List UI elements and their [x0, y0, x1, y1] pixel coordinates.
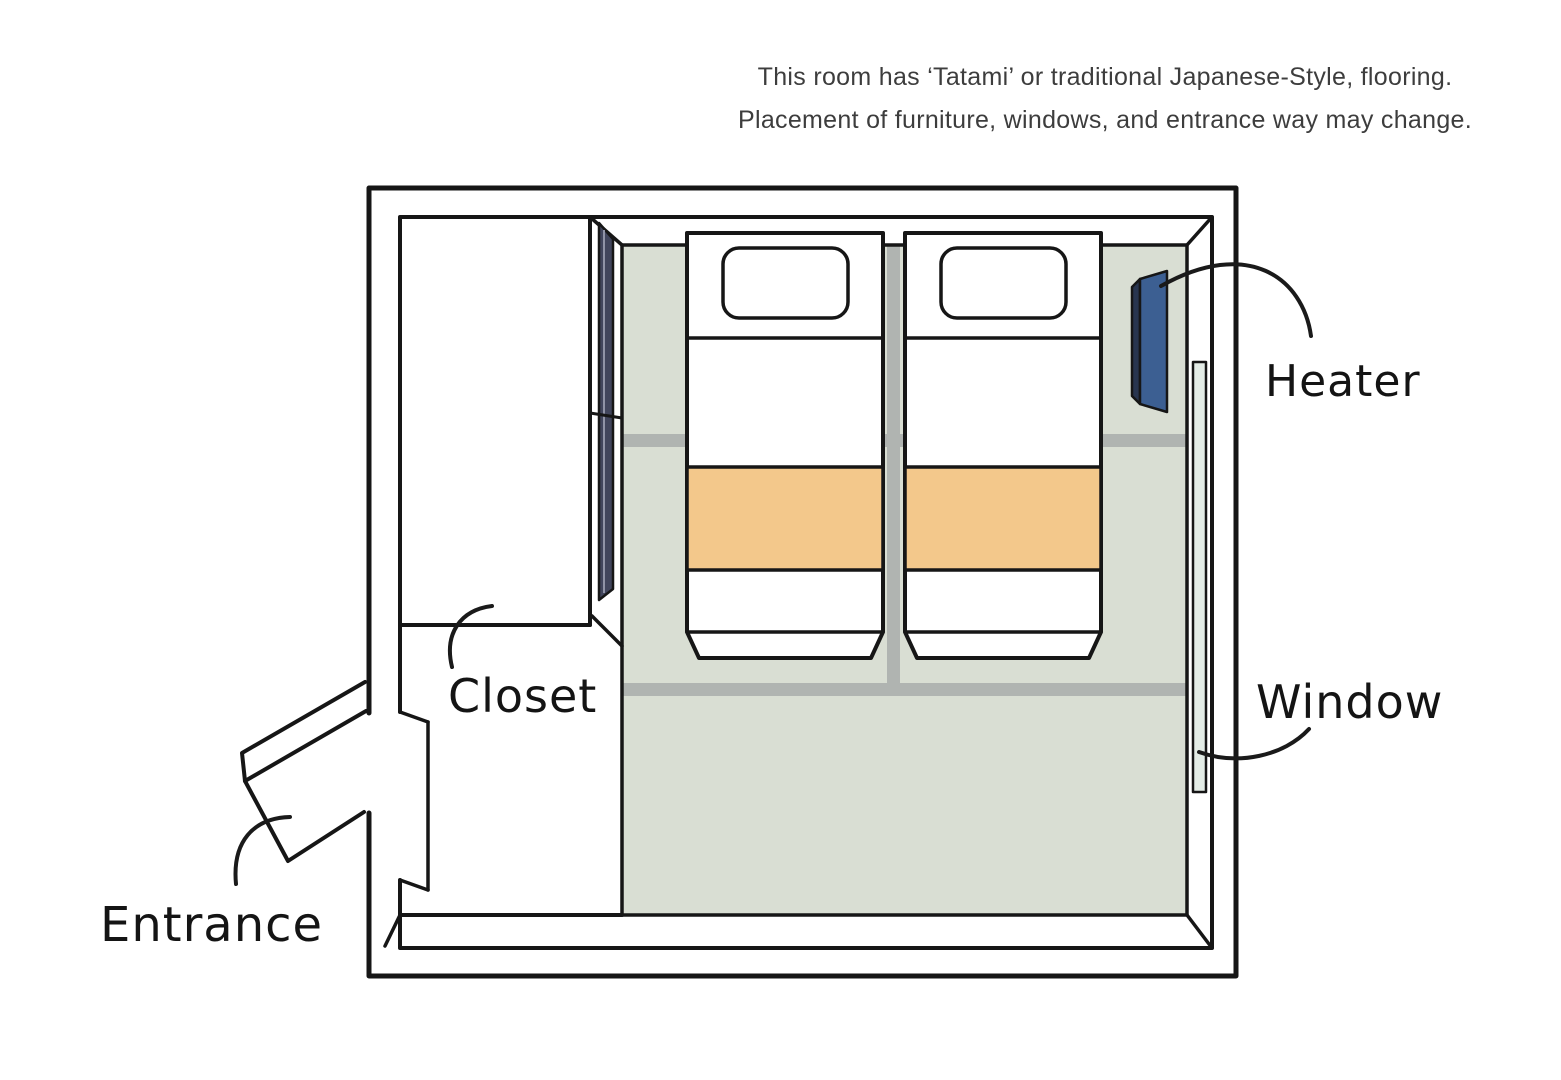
bed-1-blanket — [685, 465, 885, 572]
window-pointer-line — [1197, 727, 1311, 761]
header-note-line1: This room has ‘Tatami’ or traditional Ja… — [757, 63, 1453, 91]
bed-2-pillow — [939, 246, 1068, 320]
inner-wall — [398, 215, 1214, 950]
entrance-jamb-bottom — [398, 878, 430, 892]
corner-diagonal-bottom-right — [1185, 913, 1214, 950]
entrance-door-leaf — [240, 680, 368, 783]
entrance-pointer-line — [233, 815, 292, 886]
heater-front-face — [1138, 269, 1169, 414]
heater — [1130, 269, 1169, 414]
bed-2 — [903, 231, 1103, 660]
heater-label: Heater — [1265, 356, 1421, 407]
header-note-line2: Placement of furniture, windows, and ent… — [738, 106, 1472, 134]
bed-1-pillow — [721, 246, 850, 320]
entrance-jamb-top — [398, 710, 430, 724]
closet-door-divider-tick — [588, 411, 624, 420]
window-label: Window — [1256, 675, 1443, 729]
tatami-mat-divider-horizontal-lower — [622, 683, 1187, 696]
closet-label: Closet — [448, 669, 597, 723]
corner-diagonal-bottom-left — [383, 913, 402, 948]
tatami-mat-divider-vertical — [887, 245, 900, 696]
closet-sliding-door-panel — [597, 221, 615, 602]
outer-wall — [366, 185, 1239, 979]
window-pane — [1191, 360, 1208, 794]
closet-pointer-line — [448, 604, 494, 669]
closet-door-frame-bottom — [590, 614, 624, 648]
header-note: This room has ‘Tatami’ or traditional Ja… — [655, 56, 1555, 142]
entrance-porch-side — [243, 779, 366, 863]
bed-1 — [685, 231, 885, 660]
entrance-label: Entrance — [100, 897, 323, 953]
corner-diagonal-top-right — [1185, 215, 1214, 247]
heater-pointer-line — [1159, 262, 1313, 338]
bed-2-blanket — [903, 465, 1103, 572]
